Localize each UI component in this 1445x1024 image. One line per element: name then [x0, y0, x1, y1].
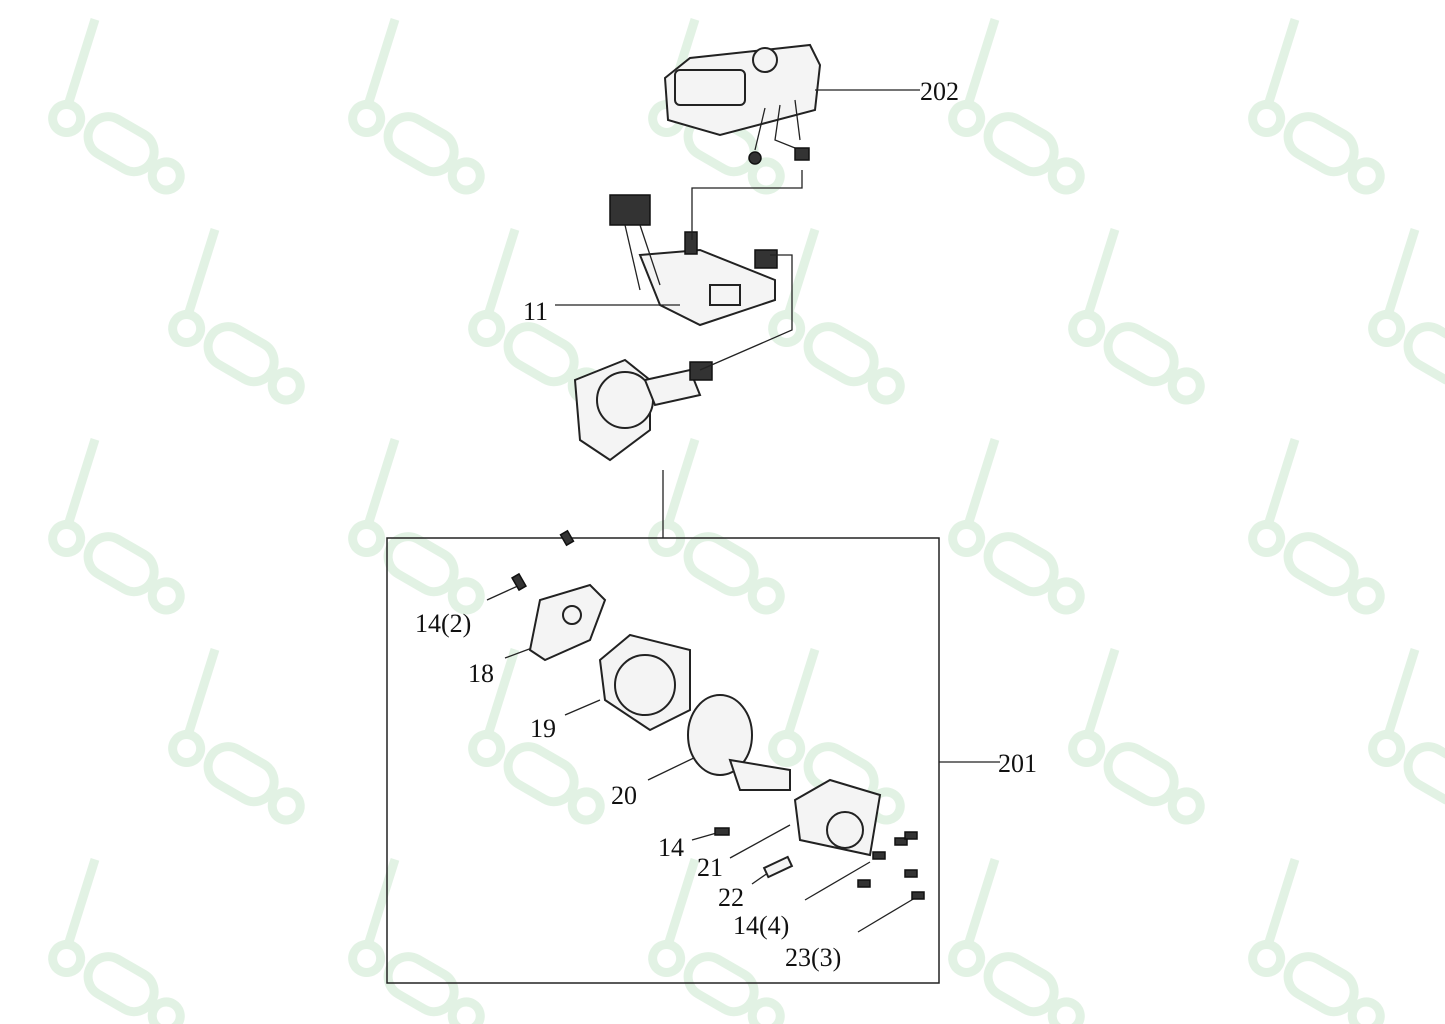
- label-23-3: 23(3): [785, 943, 841, 972]
- label-11: 11: [523, 297, 548, 326]
- part-19-housing: [598, 633, 691, 732]
- watermark-logo: [48, 438, 185, 615]
- watermark-logo: [168, 228, 305, 405]
- label-14-2: 14(2): [415, 609, 471, 638]
- watermark-logo: [648, 858, 785, 1024]
- part-18-cover: [528, 583, 607, 662]
- watermark-logo: [1368, 228, 1445, 387]
- watermark-logo: [1248, 438, 1385, 615]
- watermark-logo: [1248, 858, 1385, 1024]
- label-201: 201: [998, 749, 1037, 778]
- screws: [511, 529, 925, 900]
- watermark-logo: [48, 858, 185, 1024]
- label-20: 20: [611, 781, 637, 810]
- part-motor-assembly: [573, 358, 713, 462]
- label-19: 19: [530, 714, 556, 743]
- watermark-logo: [768, 228, 905, 405]
- part-21-end-plate: [793, 778, 882, 857]
- watermark-logo: [948, 438, 1085, 615]
- watermark-logo: [48, 18, 185, 195]
- watermark-logo: [1068, 228, 1205, 405]
- label-202: 202: [920, 77, 959, 106]
- label-14: 14: [658, 833, 684, 862]
- watermark-logo: [348, 18, 485, 195]
- watermark-logo: [1368, 648, 1445, 807]
- watermark-logo: [348, 438, 485, 615]
- leader-lines: [386, 89, 1000, 984]
- label-21: 21: [697, 853, 723, 882]
- watermark-logo: [348, 858, 485, 1024]
- watermark-logo: [1248, 18, 1385, 195]
- watermark-logo: [948, 18, 1085, 195]
- label-14-4: 14(4): [733, 911, 789, 940]
- label-22: 22: [718, 883, 744, 912]
- part-202-control-panel: [663, 43, 822, 165]
- watermark-layer: [48, 18, 1445, 1024]
- watermark-logo: [948, 858, 1085, 1024]
- label-18: 18: [468, 659, 494, 688]
- watermark-logo: [168, 648, 305, 825]
- watermark-logo: [1068, 648, 1205, 825]
- part-20-rotor: [687, 694, 791, 791]
- watermark-logo: [648, 438, 785, 615]
- watermark-logo: [468, 648, 605, 825]
